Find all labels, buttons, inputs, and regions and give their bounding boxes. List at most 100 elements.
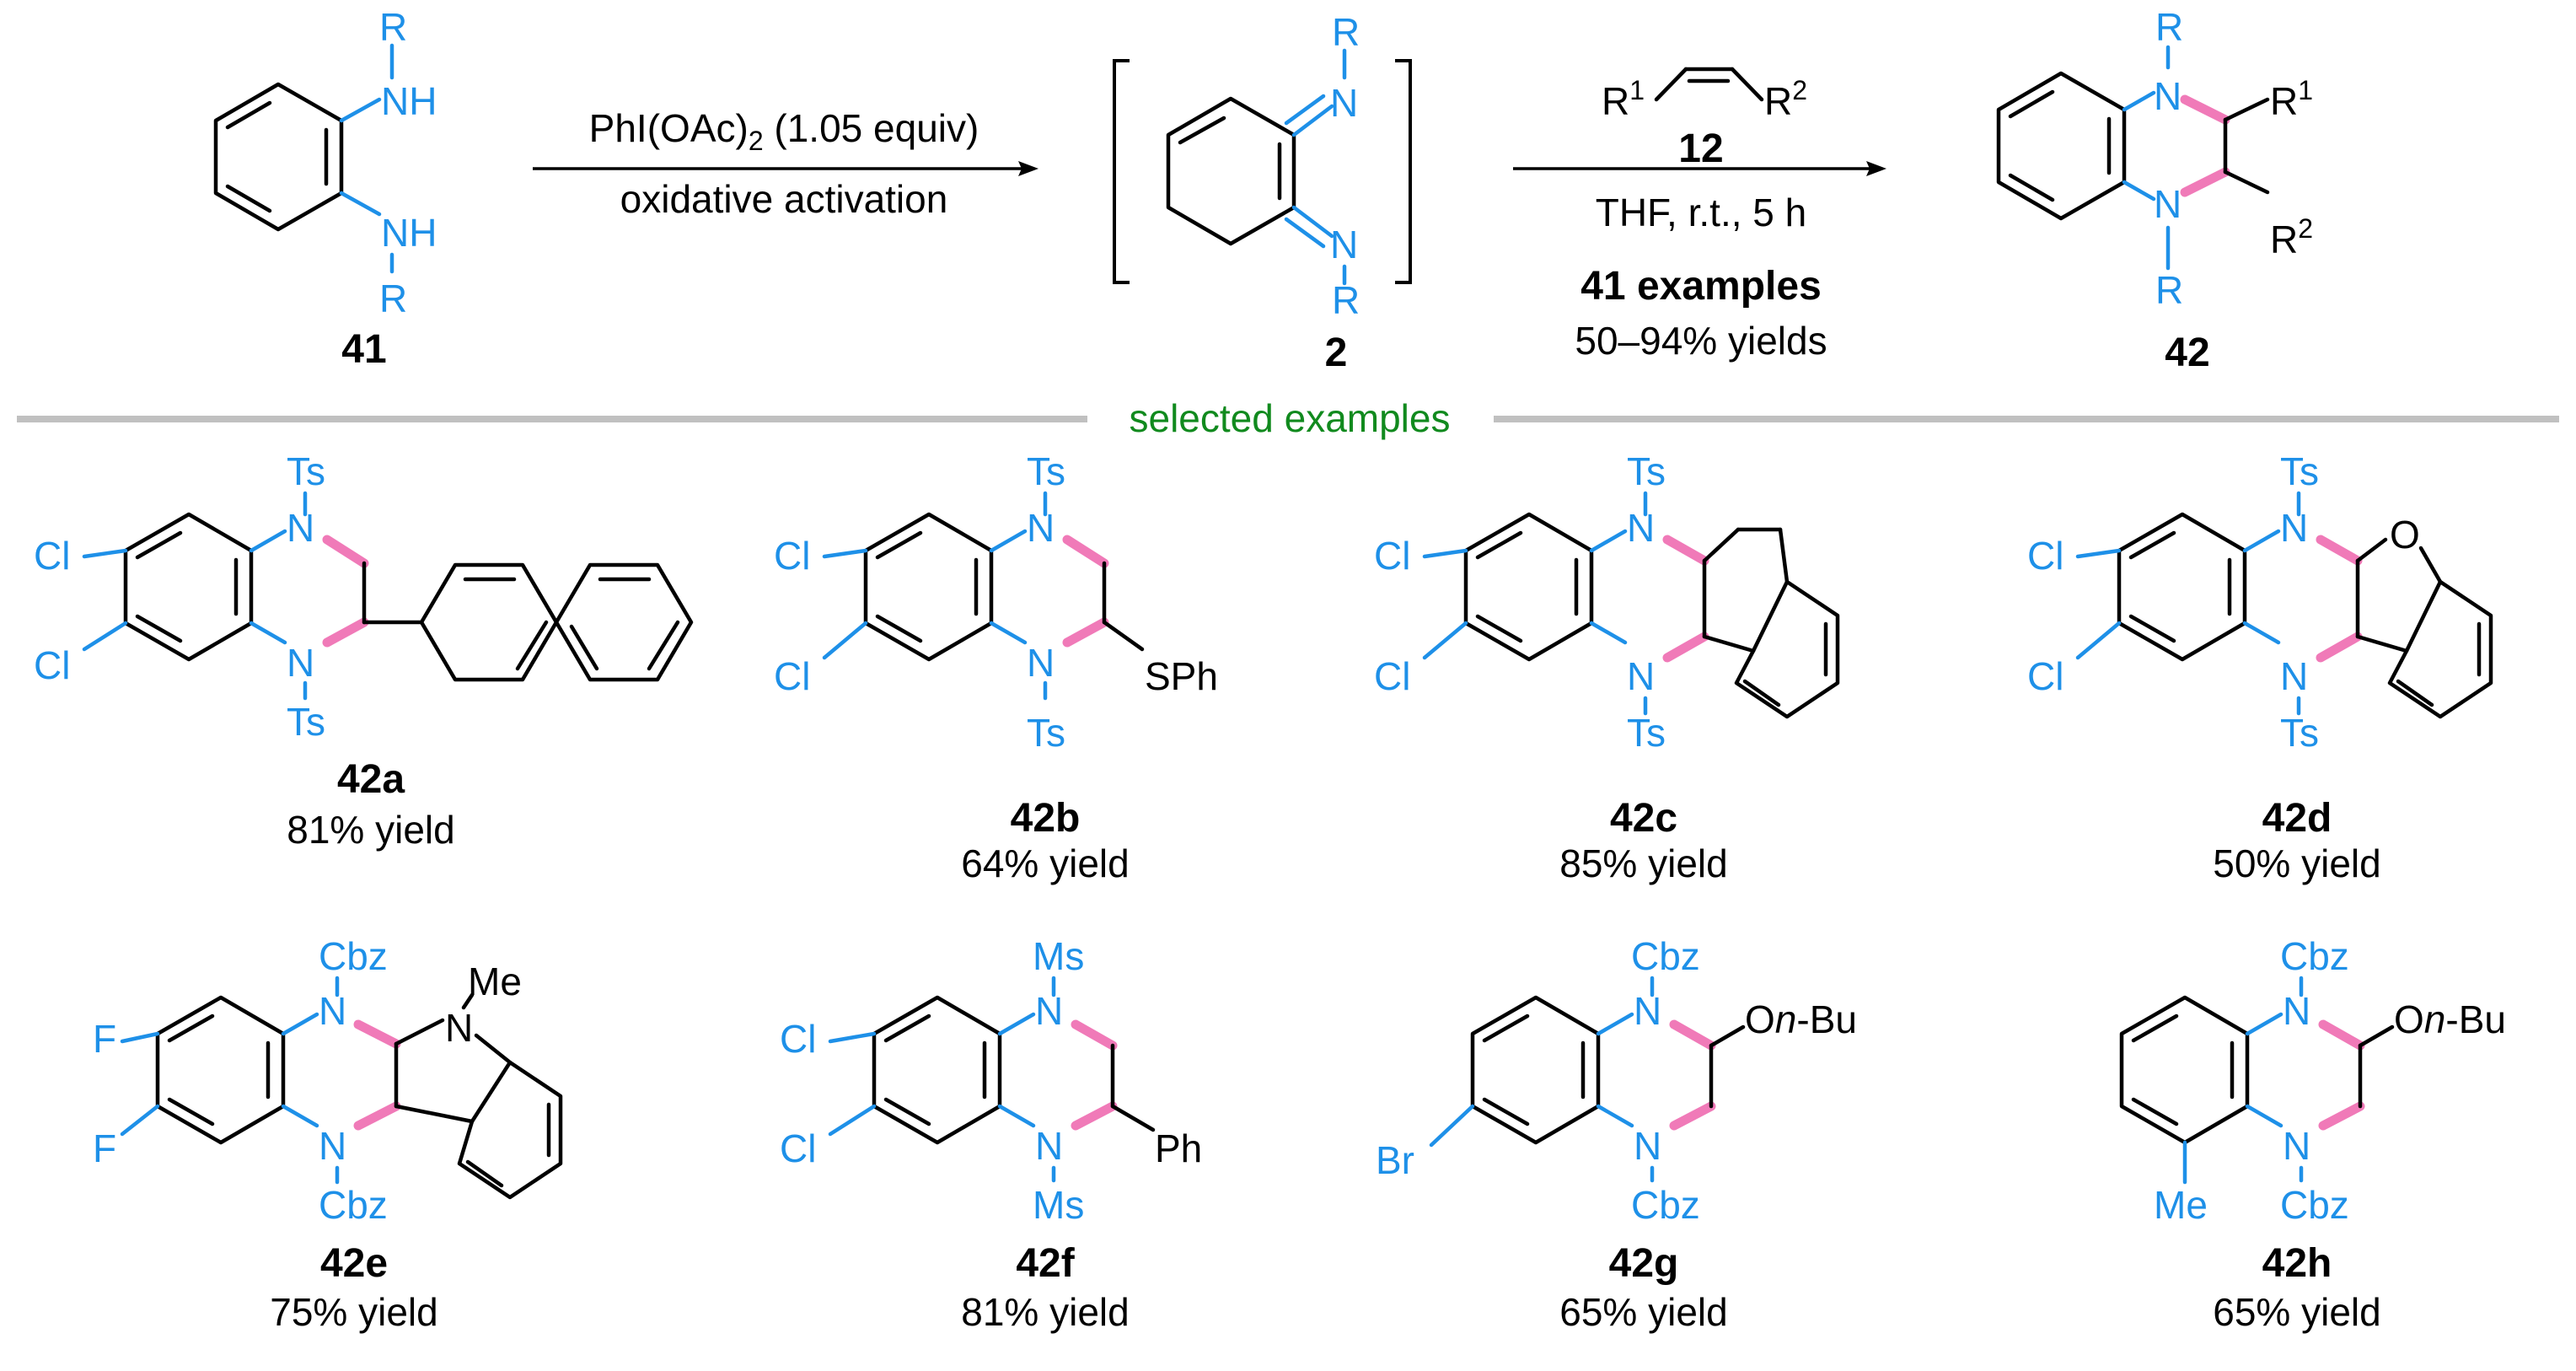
pg-top: Cbz xyxy=(319,934,388,978)
imine-n-top: N xyxy=(1330,81,1358,125)
methyl-substituent: Me xyxy=(2154,1183,2208,1227)
product-n-top: N xyxy=(2154,74,2182,118)
compound-label: 42b xyxy=(1011,796,1081,841)
intermediate-2: N R N R 2 xyxy=(1113,10,1412,375)
pg-bottom: Ms xyxy=(1033,1183,1084,1227)
sph-group: SPh xyxy=(1145,654,1218,698)
compound-label: 42c xyxy=(1610,796,1677,841)
example-42d: Ts N N Ts Cl Cl O 42d 50% yield xyxy=(2027,449,2493,885)
pg-top: Ts xyxy=(2280,449,2319,493)
compound-label: 42h xyxy=(2262,1241,2332,1286)
n-bottom: N xyxy=(1035,1124,1063,1168)
intermediate-r-bottom: R xyxy=(1332,278,1360,322)
reagent-label: PhI(OAc)2 (1.05 equiv) xyxy=(589,106,979,156)
pg-bottom: Ts xyxy=(1027,711,1065,755)
cl-top: Cl xyxy=(774,534,810,578)
pg-bottom: Ts xyxy=(287,700,325,744)
cl-top: Cl xyxy=(34,534,70,578)
n-top: N xyxy=(287,506,314,550)
yield: 65% yield xyxy=(1559,1290,1727,1334)
example-42b: Ts N N Ts Cl Cl SPh 42b 64% yield xyxy=(774,449,1218,885)
compound-label-2: 2 xyxy=(1325,331,1348,375)
pg-top: Cbz xyxy=(2280,934,2349,978)
section-label: selected examples xyxy=(1130,396,1451,440)
n-bottom: N xyxy=(1627,654,1655,698)
product-r2: R2 xyxy=(2270,213,2313,261)
n-top: N xyxy=(1027,506,1055,550)
product-r-bottom: R xyxy=(2155,268,2183,312)
f-top: F xyxy=(93,1017,116,1061)
n-top: N xyxy=(2283,989,2310,1033)
reaction-arrow-1: PhI(OAc)2 (1.05 equiv) oxidative activat… xyxy=(533,106,1038,221)
step2-conditions: THF, r.t., 5 h xyxy=(1596,191,1807,234)
n-top: N xyxy=(2280,506,2308,550)
n-bottom: N xyxy=(319,1124,346,1168)
step1-note: oxidative activation xyxy=(620,177,948,221)
yield: 64% yield xyxy=(961,841,1129,885)
n-bottom: N xyxy=(1027,641,1055,685)
reactant-r-top: R xyxy=(379,5,407,49)
yield: 81% yield xyxy=(961,1290,1129,1334)
reaction-arrow-2: R1 R2 12 THF, r.t., 5 h 41 examples 50–9… xyxy=(1513,67,1886,363)
product-r-top: R xyxy=(2155,5,2183,49)
compound-label: 42f xyxy=(1016,1241,1075,1286)
cl-bottom: Cl xyxy=(774,654,810,698)
example-42c: Ts N N Ts Cl Cl 42c 85% yield xyxy=(1374,449,1840,885)
obu-group: On-Bu xyxy=(2394,997,2506,1041)
product-r1: R1 xyxy=(2270,75,2313,123)
product-42: N N R1 R2 R R 42 xyxy=(1996,5,2313,375)
pg-bottom: Cbz xyxy=(1631,1183,1700,1227)
furan-oxygen: O xyxy=(2390,513,2420,556)
pg-bottom: Ts xyxy=(1627,711,1666,755)
scope-count: 41 examples xyxy=(1580,264,1822,309)
example-42g: Cbz N N Cbz Br On-Bu 42g 65% yield xyxy=(1376,934,1857,1334)
n-top: N xyxy=(1627,506,1655,550)
pg-top: Ts xyxy=(1627,449,1666,493)
pg-top: Ts xyxy=(287,449,325,493)
indoline-n: N xyxy=(445,1006,473,1050)
reactant-r-bottom: R xyxy=(379,277,407,320)
cl-top: Cl xyxy=(1374,534,1410,578)
yield: 81% yield xyxy=(287,808,454,852)
cl-bottom: Cl xyxy=(2027,654,2063,698)
reactant-41: NH R NH R 41 xyxy=(213,5,437,372)
compound-label: 42a xyxy=(337,757,405,802)
yield: 85% yield xyxy=(1559,841,1727,885)
f-bottom: F xyxy=(93,1126,116,1170)
compound-label-12: 12 xyxy=(1678,126,1723,171)
n-bottom: N xyxy=(2280,654,2308,698)
pg-bottom: Cbz xyxy=(2280,1183,2349,1227)
n-bottom: N xyxy=(2283,1124,2310,1168)
n-bottom: N xyxy=(287,641,314,685)
yield: 65% yield xyxy=(2213,1290,2380,1334)
cl-top: Cl xyxy=(2027,534,2063,578)
amine-nh-bottom: NH xyxy=(381,211,437,255)
pg-bottom: Ts xyxy=(2280,711,2319,755)
compound-label: 42d xyxy=(2262,796,2332,841)
example-42e: Cbz N N Cbz F F N Me 42e 75% yield xyxy=(93,934,563,1334)
compound-label: 42g xyxy=(1609,1241,1679,1286)
compound-label-41: 41 xyxy=(341,327,386,372)
alkene-r2: R2 xyxy=(1764,75,1807,123)
section-divider: selected examples xyxy=(17,396,2559,440)
pg-top: Ts xyxy=(1027,449,1065,493)
yield: 75% yield xyxy=(270,1290,437,1334)
cl-bottom: Cl xyxy=(780,1126,816,1170)
product-n-bottom: N xyxy=(2154,182,2182,226)
alkene-r1: R1 xyxy=(1602,75,1645,123)
imine-n-bottom: N xyxy=(1330,223,1358,266)
pg-top: Cbz xyxy=(1631,934,1700,978)
n-methyl: Me xyxy=(468,960,522,1003)
cl-top: Cl xyxy=(780,1017,816,1061)
cl-bottom: Cl xyxy=(34,643,70,687)
yield-range: 50–94% yields xyxy=(1575,319,1827,363)
compound-label: 42e xyxy=(320,1241,388,1286)
n-top: N xyxy=(1634,989,1661,1033)
yield: 50% yield xyxy=(2213,841,2380,885)
amine-nh-top: NH xyxy=(381,79,437,123)
example-42a: Ts N N Ts Cl Cl 42a 81% yield xyxy=(34,449,694,852)
pg-bottom: Cbz xyxy=(319,1183,388,1227)
obu-group: On-Bu xyxy=(1745,997,1857,1041)
br-substituent: Br xyxy=(1376,1138,1414,1182)
example-42f: Ms N N Ms Cl Cl Ph 42f 81% yield xyxy=(780,934,1202,1334)
